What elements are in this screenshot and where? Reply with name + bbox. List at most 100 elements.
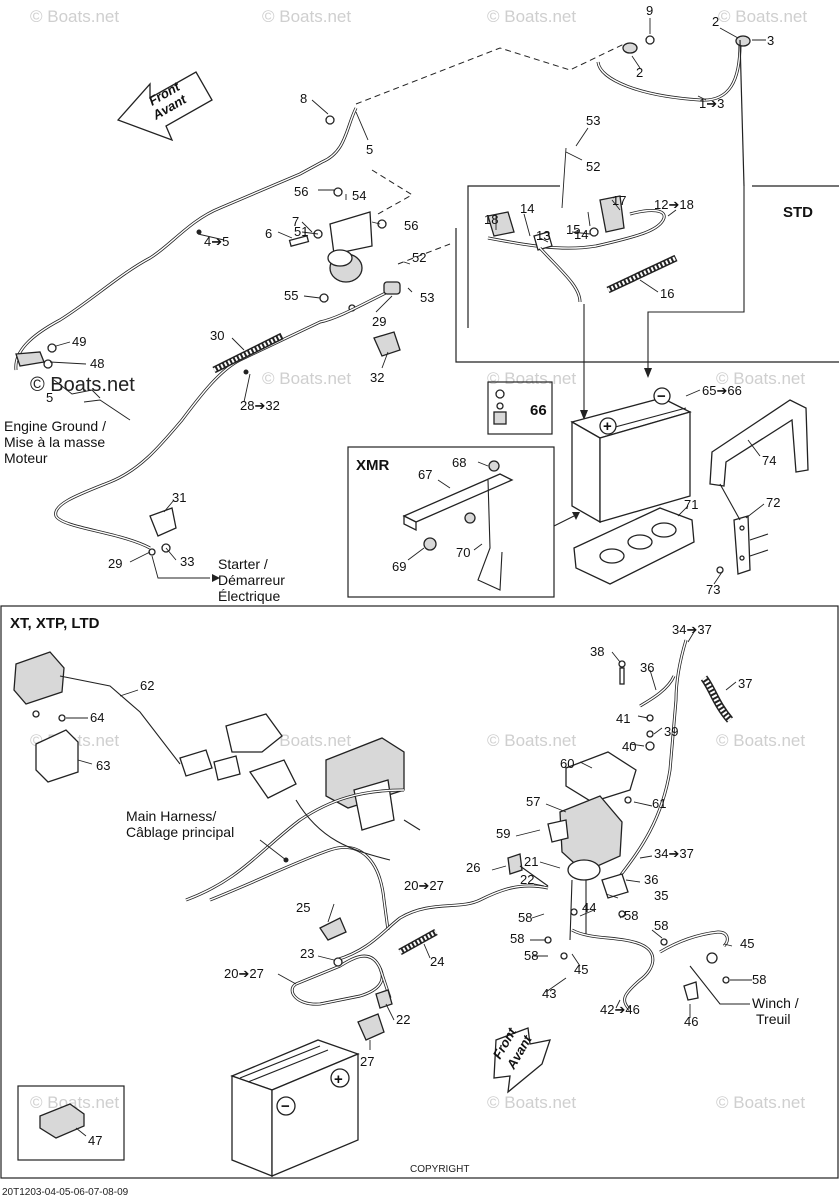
callout-59: 59 — [496, 826, 510, 841]
boot-31 — [148, 507, 177, 556]
callout-48: 48 — [90, 356, 104, 371]
engine-ground-line2: Mise à la masse — [4, 434, 105, 450]
callout-58c: 58 — [510, 931, 524, 946]
winch-line2: Treuil — [756, 1011, 791, 1027]
engine-ground-note: Engine Ground / Mise à la masse Moteur — [4, 418, 106, 466]
callout-63: 63 — [96, 758, 110, 773]
callout-35: 35 — [654, 888, 668, 903]
callout-67: 71 — [684, 497, 698, 512]
callout-58d: 58 — [654, 918, 668, 933]
callout-30: 30 — [210, 328, 224, 343]
callout-43: 43 — [542, 986, 556, 1001]
callout-14b: 14 — [574, 227, 588, 242]
main-harness-line2: Câblage principal — [126, 824, 234, 840]
callout-37: 37 — [738, 676, 752, 691]
callout-32: 32 — [370, 370, 384, 385]
callout-8: 8 — [300, 91, 307, 106]
watermark: © Boats.net — [716, 369, 805, 388]
callout-7: 7 — [292, 214, 299, 229]
callout-62: 62 — [140, 678, 154, 693]
xt-label: XT, XTP, LTD — [10, 615, 100, 632]
callout-16: 16 — [660, 286, 674, 301]
callout-58e: 58 — [524, 948, 538, 963]
watermark: © Boats.net — [30, 1093, 119, 1112]
callout-74: 68 — [452, 455, 466, 470]
callout-34-37b: 34➔37 — [654, 846, 694, 861]
copyright-note: COPYRIGHT — [410, 1164, 469, 1175]
main-harness-note: Main Harness/ Câblage principal — [126, 808, 287, 861]
sleeve-24 — [398, 928, 438, 956]
watermark: © Boats.net — [487, 7, 576, 26]
battery-plus-bottom: + — [334, 1071, 343, 1088]
callout-31: 31 — [172, 490, 186, 505]
callout-54: 54 — [352, 188, 366, 203]
callout-49: 49 — [72, 334, 86, 349]
watermark: © Boats.net — [718, 7, 807, 26]
callout-45b: 45 — [574, 962, 588, 977]
callout-3: 3 — [767, 33, 774, 48]
watermark: © Boats.net — [716, 731, 805, 750]
callout-44: 44 — [582, 900, 596, 915]
callout-39: 39 — [664, 724, 678, 739]
cable-1-3 — [596, 35, 751, 102]
cables-42-46 — [544, 873, 730, 1012]
bottom-callouts: 34➔37 38 36 37 41 39 40 60 57 61 59 34➔3… — [224, 622, 766, 1069]
callout-70: 73 — [706, 582, 720, 597]
main-harness — [179, 713, 421, 931]
callout-38: 38 — [590, 644, 604, 659]
watermarks: © Boats.net © Boats.net © Boats.net © Bo… — [30, 7, 807, 1112]
callout-12-18: 12➔18 — [654, 197, 694, 212]
callout-6: 6 — [265, 226, 272, 241]
watermark: © Boats.net — [487, 1093, 576, 1112]
callout-26: 26 — [466, 860, 480, 875]
callout-1-3: 1➔3 — [699, 96, 724, 111]
callout-14: 14 — [520, 201, 534, 216]
box-47: 47 — [17, 1085, 125, 1161]
callout-58b: 58 — [624, 908, 638, 923]
callout-46: 46 — [684, 1014, 698, 1029]
callout-25: 25 — [296, 900, 310, 915]
watermark: © Boats.net — [262, 7, 351, 26]
callout-58: 58 — [518, 910, 532, 925]
callout-24: 24 — [430, 954, 444, 969]
engine-ground-line3: Moteur — [4, 450, 48, 466]
xt-section-frame: XT, XTP, LTD — [0, 605, 839, 1179]
callout-69: 72 — [766, 495, 780, 510]
watermark: © Boats.net — [262, 369, 351, 388]
battery-minus-bottom: − — [281, 1098, 290, 1115]
battery-top: + − 65➔66 — [570, 383, 742, 524]
cable-34-37 — [618, 639, 688, 877]
callout-68: 74 — [762, 453, 776, 468]
watermark: © Boats.net — [716, 1093, 805, 1112]
callout-5: 5 — [366, 142, 373, 157]
callout-23: 23 — [300, 946, 314, 961]
xmr-box: XMR 68 67 69 70 — [347, 446, 555, 598]
watermark: © Boats.net — [262, 731, 351, 750]
callout-66: 66 — [530, 402, 547, 419]
battery-minus-top: − — [657, 388, 666, 405]
callout-55: 55 — [284, 288, 298, 303]
callout-28-32: 28➔32 — [240, 398, 280, 413]
cable-20-27 — [290, 853, 549, 1009]
callout-57: 57 — [526, 794, 540, 809]
clamp-69-70: 72 73 — [706, 483, 780, 597]
std-box: STD 17 12➔18 18 14 13 14 15 16 — [455, 39, 839, 420]
callout-56: 56 — [294, 184, 308, 199]
footer: 20T1203-04-05-06-07-08-09 COPYRIGHT — [2, 1164, 469, 1198]
harness-module-62: 62 — [13, 651, 181, 765]
callout-58f: 58 — [752, 972, 766, 987]
front-arrow-bottom: Front Avant — [490, 1025, 551, 1094]
starter-line1: Starter / — [218, 556, 268, 572]
callout-33: 33 — [180, 554, 194, 569]
callout-65-66: 65➔66 — [702, 383, 742, 398]
callout-20-27: 20➔27 — [404, 878, 444, 893]
callout-22: 22 — [520, 872, 534, 887]
callout-52: 52 — [586, 159, 600, 174]
callout-41: 41 — [616, 711, 630, 726]
callout-71: 67 — [418, 467, 432, 482]
watermark: © Boats.net — [487, 731, 576, 750]
callout-45: 45 — [740, 936, 754, 951]
callout-56b: 56 — [404, 218, 418, 233]
callout-2b: 2 — [636, 65, 643, 80]
callout-20-27b: 20➔27 — [224, 966, 264, 981]
